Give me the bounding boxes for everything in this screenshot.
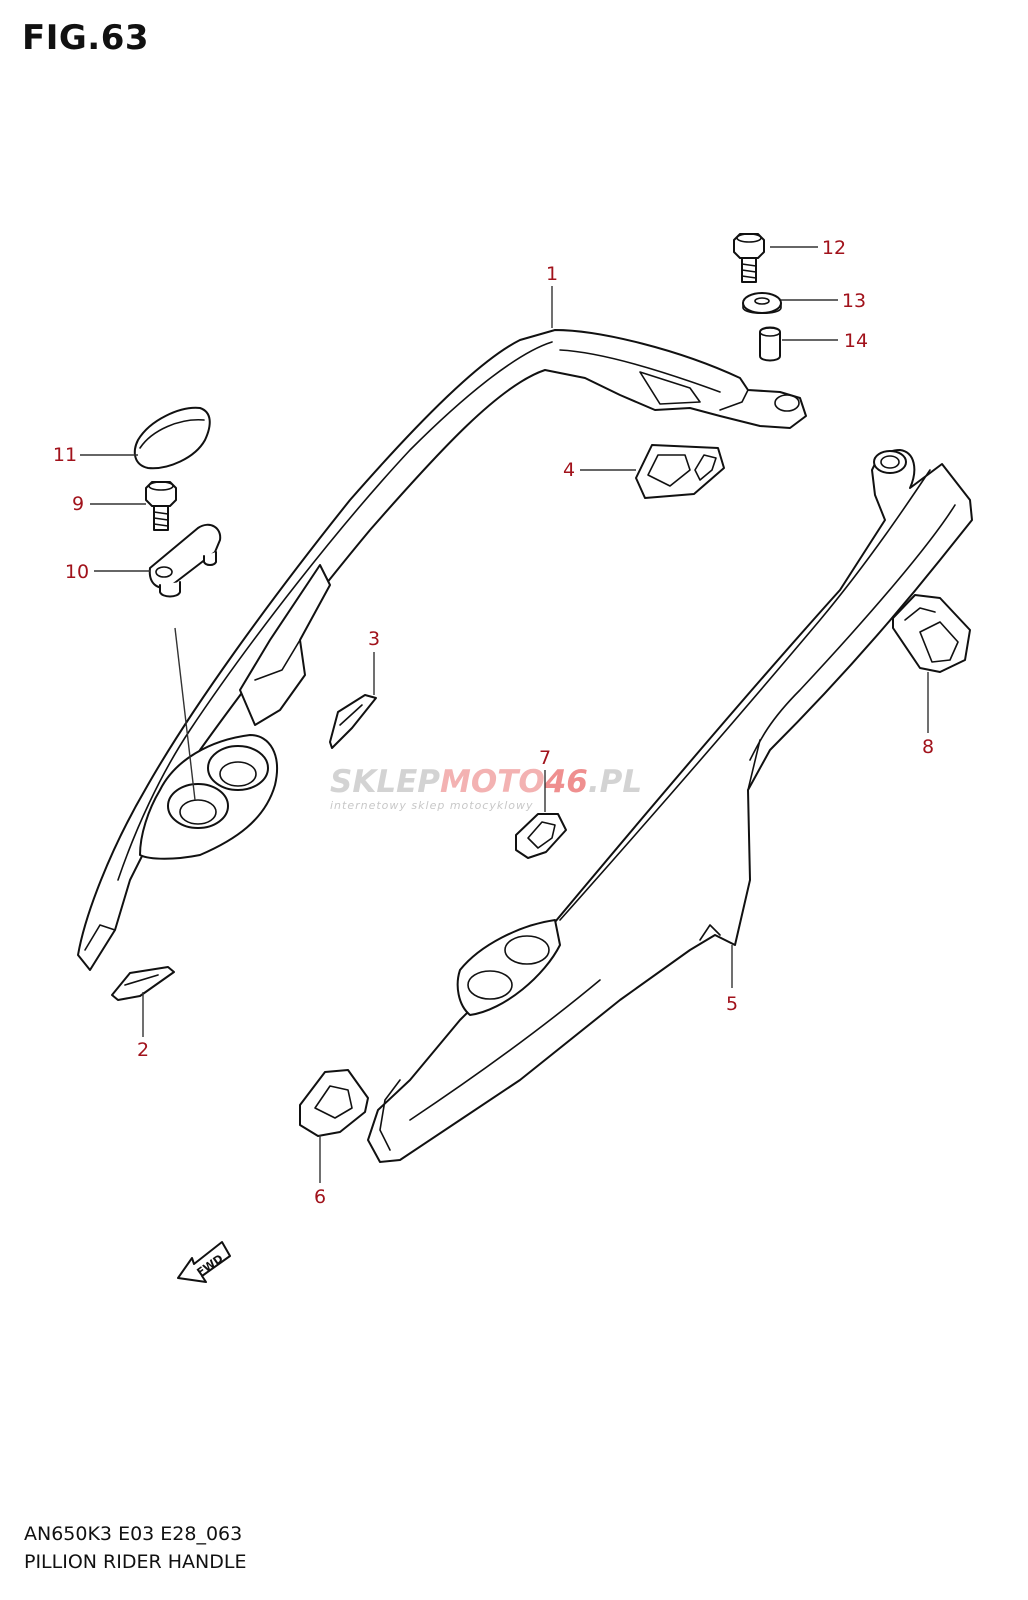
watermark-text-pl: .PL xyxy=(588,764,642,800)
callout-8: 8 xyxy=(922,736,934,758)
callout-9: 9 xyxy=(72,493,84,515)
callout-14: 14 xyxy=(844,330,868,352)
callout-7: 7 xyxy=(539,747,551,769)
part-3-cushion xyxy=(329,694,377,749)
part-1-left-handle xyxy=(77,329,807,971)
callout-13: 13 xyxy=(842,290,866,312)
leader-10-to-handle xyxy=(174,627,196,801)
part-13-washer xyxy=(742,292,782,315)
part-6-cushion xyxy=(299,1069,369,1137)
part-2-cushion xyxy=(111,966,175,1001)
part-8-cushion xyxy=(892,594,971,673)
part-9-bolt xyxy=(145,481,177,531)
part-4-cushion xyxy=(635,444,725,499)
watermark-text-46: 46 xyxy=(544,764,588,800)
callout-3: 3 xyxy=(368,628,380,650)
callout-1: 1 xyxy=(546,263,558,285)
callout-11: 11 xyxy=(53,444,77,466)
part-5-right-handle xyxy=(367,449,973,1163)
watermark-text-sklep: SKLEP xyxy=(330,764,440,800)
fwd-arrow-icon: FWD xyxy=(177,1241,231,1283)
callout-labels: 1 2 3 4 5 6 7 8 9 10 11 12 13 14 xyxy=(53,237,934,1208)
part-7-cushion xyxy=(515,813,567,859)
watermark: SKLEPMOTO46.PL internetowy sklep motocyk… xyxy=(330,764,642,812)
callout-4: 4 xyxy=(563,459,575,481)
callout-6: 6 xyxy=(314,1186,326,1208)
callout-10: 10 xyxy=(65,561,89,583)
figure-title: FIG.63 xyxy=(22,18,150,58)
figure-name: PILLION RIDER HANDLE xyxy=(24,1551,247,1573)
callout-5: 5 xyxy=(726,993,738,1015)
watermark-subtitle: internetowy sklep motocyklowy xyxy=(330,799,534,812)
callout-2: 2 xyxy=(137,1039,149,1061)
part-12-bolt xyxy=(733,233,765,283)
watermark-text-moto: MOTO xyxy=(440,764,545,800)
svg-text:SKLEPMOTO46.PL: SKLEPMOTO46.PL xyxy=(330,764,642,800)
part-14-collar xyxy=(759,326,781,362)
part-10-plate xyxy=(148,523,222,598)
callout-12: 12 xyxy=(822,237,846,259)
figure-code: AN650K3 E03 E28_063 xyxy=(24,1523,243,1545)
leader-lines xyxy=(80,246,929,1183)
part-11-cap xyxy=(133,406,211,470)
